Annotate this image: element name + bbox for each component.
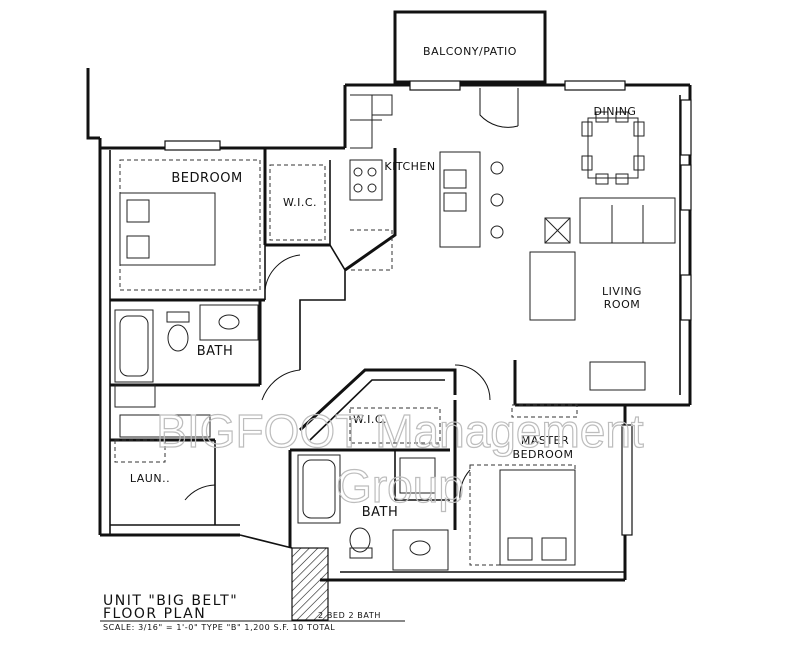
label-living-1: LIVING <box>602 285 642 298</box>
label-dining: DINING <box>594 105 637 118</box>
plan-title-line1: UNIT "BIG BELT" <box>103 593 238 609</box>
label-wic-top: W.I.C. <box>283 196 317 209</box>
label-wic-bottom: W.I.C. <box>353 413 387 426</box>
windows <box>164 80 692 536</box>
dining-table <box>581 111 645 185</box>
watermark-line1: BIGFOOT Management <box>156 405 644 457</box>
bedroom-furniture <box>119 159 326 291</box>
label-master-2: BEDROOM <box>513 448 574 461</box>
label-kitchen: KITCHEN <box>384 160 435 173</box>
living-furniture <box>529 197 676 391</box>
room-labels: BALCONY/PATIO DINING KITCHEN BEDROOM W.I… <box>130 45 642 520</box>
watermark-line2: Group <box>336 460 464 512</box>
bottom-bath-fixtures <box>297 407 449 571</box>
label-living-2: ROOM <box>604 298 640 311</box>
bed-bath-count: 2 BED 2 BATH <box>318 611 381 620</box>
top-bath-fixtures <box>114 304 259 463</box>
watermark: BIGFOOT Management Group <box>156 404 645 512</box>
label-bath-top: BATH <box>197 344 234 359</box>
plan-title-line2: FLOOR PLAN <box>103 606 206 622</box>
interior-walls <box>110 148 625 548</box>
exterior-walls <box>86 10 692 621</box>
label-master-1: MASTER <box>521 434 569 447</box>
doors <box>184 88 519 501</box>
label-laundry: LAUN.. <box>130 472 170 485</box>
title-block: UNIT "BIG BELT" FLOOR PLAN 2 BED 2 BATH … <box>100 593 405 632</box>
kitchen-fixtures <box>349 94 504 271</box>
label-balcony: BALCONY/PATIO <box>423 45 517 58</box>
master-furniture <box>469 404 578 566</box>
label-bath-bottom: BATH <box>362 505 399 520</box>
label-bedroom: BEDROOM <box>171 171 242 186</box>
scale-line: SCALE: 3/16" = 1'-0" TYPE "B" 1,200 S.F.… <box>103 623 335 632</box>
